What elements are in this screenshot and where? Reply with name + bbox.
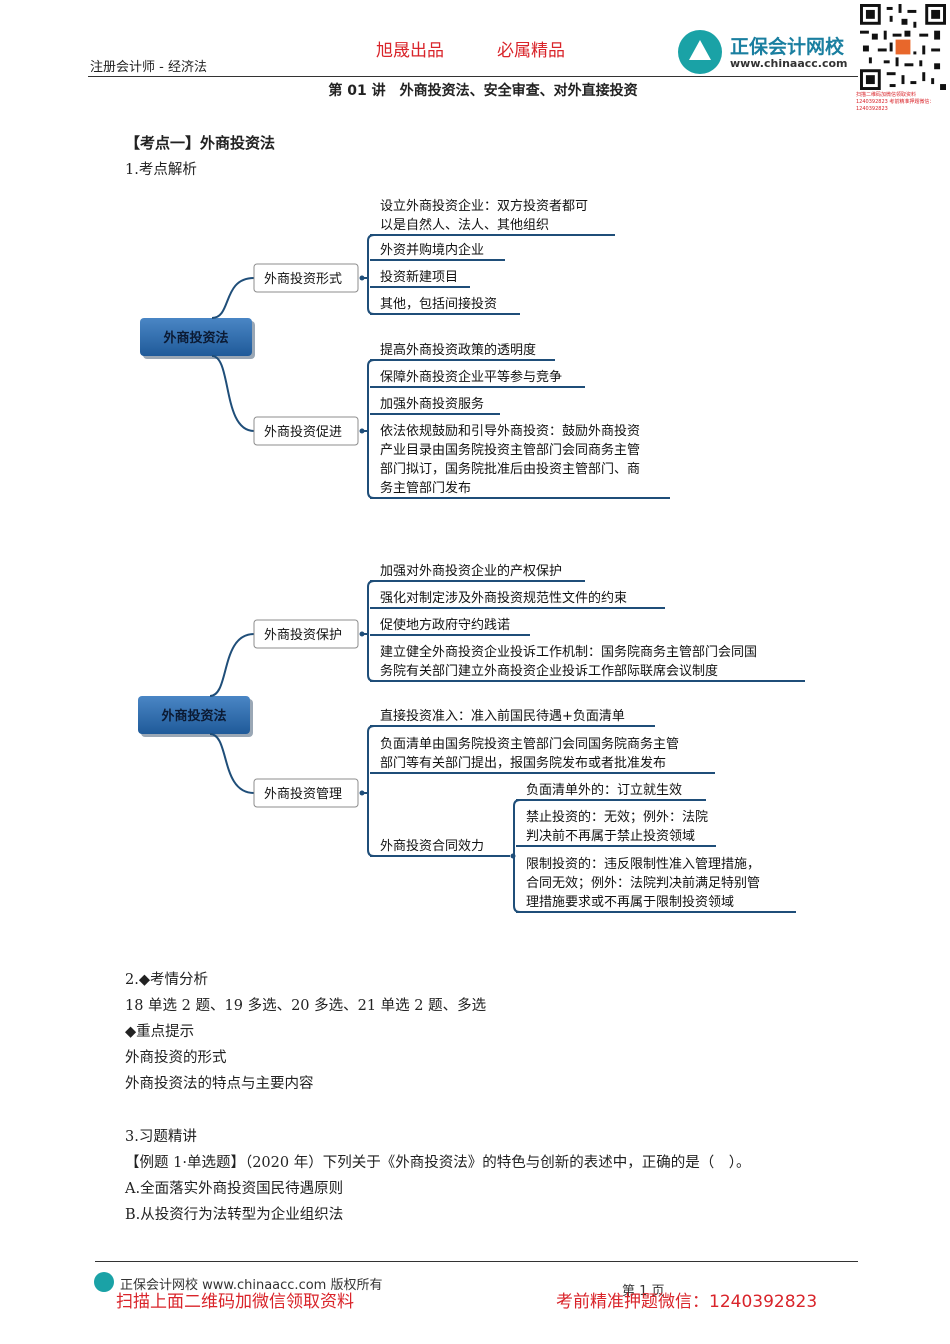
root-node	[140, 318, 252, 356]
root-branch-curve	[211, 355, 255, 432]
bracket	[367, 580, 375, 682]
branch-node-label: 外商投资促进	[264, 424, 342, 440]
exam-analysis-text: 18 单选 2 题、19 多选、20 多选、21 单选 2 题、多选	[125, 998, 487, 1014]
branch-node	[253, 778, 359, 808]
branch-item: 直接投资准入：准入前国民待遇+负面清单	[380, 708, 625, 724]
branch-item: 加强对外商投资企业的产权保护	[380, 563, 562, 579]
branch-node	[253, 619, 359, 649]
branch-item: 保障外商投资企业平等参与竞争	[380, 369, 562, 385]
question-stem: 【例题 1·单选题】（2020 年）下列关于《外商投资法》的特色与创新的表述中，…	[125, 1155, 751, 1171]
chinaacc-logo[interactable]: 正保会计网校 www.chinaacc.com	[678, 30, 858, 74]
root-node-label: 外商投资法	[162, 330, 228, 346]
header-divider	[88, 76, 858, 77]
sub-branch-label: 外商投资合同效力	[380, 838, 484, 854]
root-node	[138, 696, 250, 734]
branch-item: 依法依规鼓励和引导外商投资：鼓励外商投资	[380, 423, 640, 439]
branch-item: 部门等有关部门提出，报国务院发布或者批准发布	[380, 755, 666, 771]
logo-icon	[678, 30, 722, 74]
branch-node-label: 外商投资保护	[264, 627, 342, 643]
footer-divider	[95, 1261, 858, 1262]
branch-item: 投资新建项目	[380, 269, 458, 285]
promo-left: 扫描上面二维码加微信领取资料	[116, 1292, 354, 1312]
sub-branch-item: 合同无效；例外：法院判决前满足特别管	[526, 875, 760, 891]
branch-node	[253, 263, 359, 293]
bracket	[367, 234, 375, 315]
branch-item: 务主管部门发布	[380, 480, 471, 496]
branch-item: 其他，包括间接投资	[380, 296, 497, 312]
logo-url: www.chinaacc.com	[730, 57, 848, 70]
branch-node	[253, 416, 359, 446]
branch-item: 促使地方政府守约践诺	[380, 617, 510, 633]
branch-item: 外资并购境内企业	[380, 242, 484, 258]
lecture-title: 第 01 讲 外商投资法、安全审查、对外直接投资	[328, 83, 638, 99]
qr-caption: 扫描二维码加微信领取资料 1240392823 考前精准押题微信：1240392…	[856, 92, 935, 112]
sub-branch-item: 判决前不再属于禁止投资领域	[526, 828, 695, 844]
branch-item: 务院有关部门建立外商投资企业投诉工作部际联席会议制度	[380, 663, 718, 679]
branch-item: 提高外商投资政策的透明度	[380, 342, 536, 358]
branch-node-label: 外商投资形式	[264, 271, 342, 287]
root-branch-curve	[211, 277, 255, 319]
footer-logo-icon	[94, 1272, 114, 1292]
branch-node-label: 外商投资管理	[264, 786, 342, 802]
option-a: A.全面落实外商投资国民待遇原则	[125, 1181, 344, 1197]
branch-item: 产业目录由国务院投资主管部门会同商务主管	[380, 442, 640, 458]
course-title: 注册会计师 - 经济法	[90, 60, 207, 75]
bracket	[367, 359, 375, 499]
branch-item: 以是自然人、法人、其他组织	[380, 217, 549, 233]
key-points-heading: ◆重点提示	[125, 1024, 195, 1040]
root-node-label: 外商投资法	[160, 708, 226, 724]
branch-item: 强化对制定涉及外商投资规范性文件的约束	[380, 590, 627, 606]
sub-branch-item: 负面清单外的：订立就生效	[526, 782, 682, 798]
page-number: 第 1 页	[622, 1284, 665, 1299]
subsection-analysis: 1.考点解析	[125, 162, 197, 178]
root-branch-curve	[209, 733, 255, 794]
sub-branch-item: 限制投资的：违反限制性准入管理措施，	[526, 856, 760, 872]
branch-item: 设立外商投资企业：双方投资者都可	[380, 198, 588, 214]
bracket	[513, 799, 521, 913]
branch-item: 建立健全外商投资企业投诉工作机制：国务院商务主管部门会同国	[380, 644, 757, 660]
promo-right: 考前精准押题微信：1240392823	[556, 1292, 818, 1312]
key-point-1: 外商投资的形式	[125, 1050, 227, 1066]
section-heading: 【考点一】外商投资法	[125, 134, 276, 152]
root-branch-curve	[209, 633, 255, 697]
exam-analysis-heading: 2.◆考情分析	[125, 972, 208, 988]
logo-name: 正保会计网校	[730, 36, 845, 58]
brand-slogan-right: 必属精品	[497, 41, 565, 61]
qr-code-icon[interactable]	[860, 4, 946, 90]
practice-heading: 3.习题精讲	[125, 1129, 197, 1145]
option-b: B.从投资行为法转型为企业组织法	[125, 1207, 344, 1223]
branch-item: 部门拟订，国务院批准后由投资主管部门、商	[380, 461, 640, 477]
sub-branch-item: 理措施要求或不再属于限制投资领域	[526, 894, 734, 910]
branch-item: 加强外商投资服务	[380, 396, 484, 412]
key-point-2: 外商投资法的特点与主要内容	[125, 1076, 314, 1092]
branch-item: 负面清单由国务院投资主管部门会同国务院商务主管	[380, 736, 679, 752]
brand-slogan-left: 旭晟出品	[376, 41, 444, 61]
sub-branch-item: 禁止投资的：无效；例外：法院	[526, 809, 708, 825]
footer-copyright: 正保会计网校 www.chinaacc.com 版权所有	[120, 1278, 383, 1293]
bracket	[367, 725, 375, 857]
